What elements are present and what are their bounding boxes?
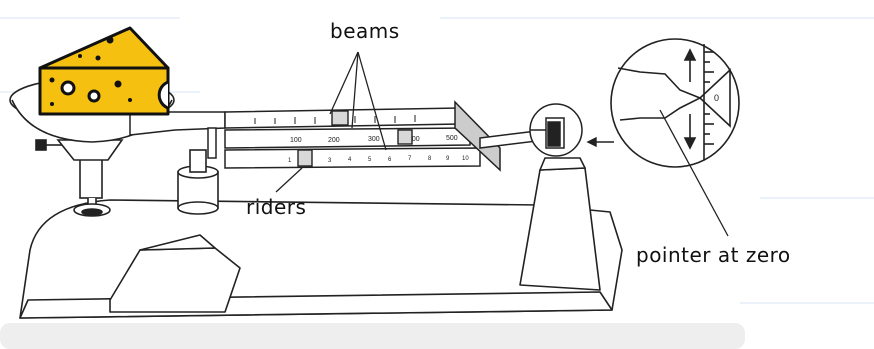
pointer-zoom-view — [610, 38, 740, 168]
middle-beam-number: 300 — [368, 136, 380, 143]
middle-beam-number: 200 — [328, 137, 340, 144]
front-beam-number: 1 — [288, 158, 292, 164]
front-beam-number: 6 — [388, 157, 392, 163]
middle-beam-number: 400 — [408, 136, 420, 143]
pointer-housing — [529, 103, 583, 157]
rider-middle[interactable] — [397, 129, 413, 145]
front-beam-number: 3 — [328, 158, 332, 164]
cheese-icon — [38, 26, 170, 116]
beams-label: beams — [330, 19, 400, 43]
callout-arrow — [586, 136, 614, 148]
zoom-zero-label: 0 — [714, 93, 719, 103]
rider-front[interactable] — [297, 149, 313, 167]
front-beam-number: 8 — [428, 156, 432, 162]
front-beam-number: 4 — [348, 157, 352, 163]
front-beam-number: 10 — [462, 156, 469, 162]
counterweight-cylinder — [177, 149, 219, 215]
pan-support — [35, 139, 111, 217]
balance-base — [19, 157, 623, 319]
front-beam-number: 5 — [368, 157, 372, 163]
pointer-label: pointer at zero — [636, 243, 791, 267]
front-beam-number: 9 — [446, 156, 450, 162]
riders[interactable] — [297, 110, 413, 167]
middle-beam-number: 500 — [446, 135, 458, 142]
front-beam-number: 7 — [408, 156, 412, 162]
riders-label: riders — [246, 195, 306, 219]
middle-beam-number: 100 — [290, 137, 302, 144]
annotation-lines — [275, 51, 729, 237]
front-beam-scale: 1 2 3 4 5 6 7 8 9 10 — [288, 156, 469, 164]
bottom-bar — [0, 323, 745, 349]
rider-back[interactable] — [331, 110, 349, 126]
middle-beam-scale: 100 200 300 400 500 — [290, 135, 458, 144]
